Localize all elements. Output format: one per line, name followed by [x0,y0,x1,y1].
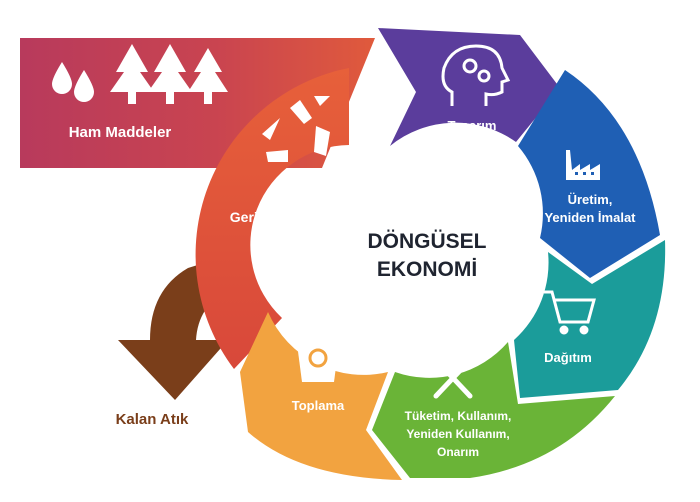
head-gears-icon [441,44,511,106]
trees-icon [110,44,228,104]
stage-consumption-label-3: Onarım [437,445,479,459]
shopping-cart-icon [544,290,596,335]
stage-consumption-label-2: Yeniden Kullanım, [406,427,509,441]
residual-waste-label: Kalan Atık [116,411,189,428]
stage-recycling [195,68,349,369]
recycle-icon [262,96,330,162]
stage-consumption [372,342,615,478]
stage-production-label-2: Yeniden İmalat [544,210,636,225]
factory-icon [566,150,600,180]
water-drops-icon [52,62,94,102]
center-title-line2: EKONOMİ [377,258,477,281]
stage-collection-label: Toplama [292,398,345,413]
tools-icon [433,357,473,399]
recycle-bin-icon [292,330,344,382]
stage-design-label: Tasarım [448,118,497,133]
stage-design [378,28,560,146]
center-title-line1: DÖNGÜSEL [367,230,486,253]
stage-collection [240,312,402,480]
raw-materials-label: Ham Maddeler [69,124,172,141]
stage-recycling-label: Geri Dönüşüm [230,209,326,225]
stage-production-label-1: Üretim, [568,192,613,207]
center-circle: DÖNGÜSEL EKONOMİ [327,152,527,352]
stage-consumption-label-1: Tüketim, Kullanım, [405,409,512,423]
stage-distribution-label: Dağıtım [544,350,592,365]
